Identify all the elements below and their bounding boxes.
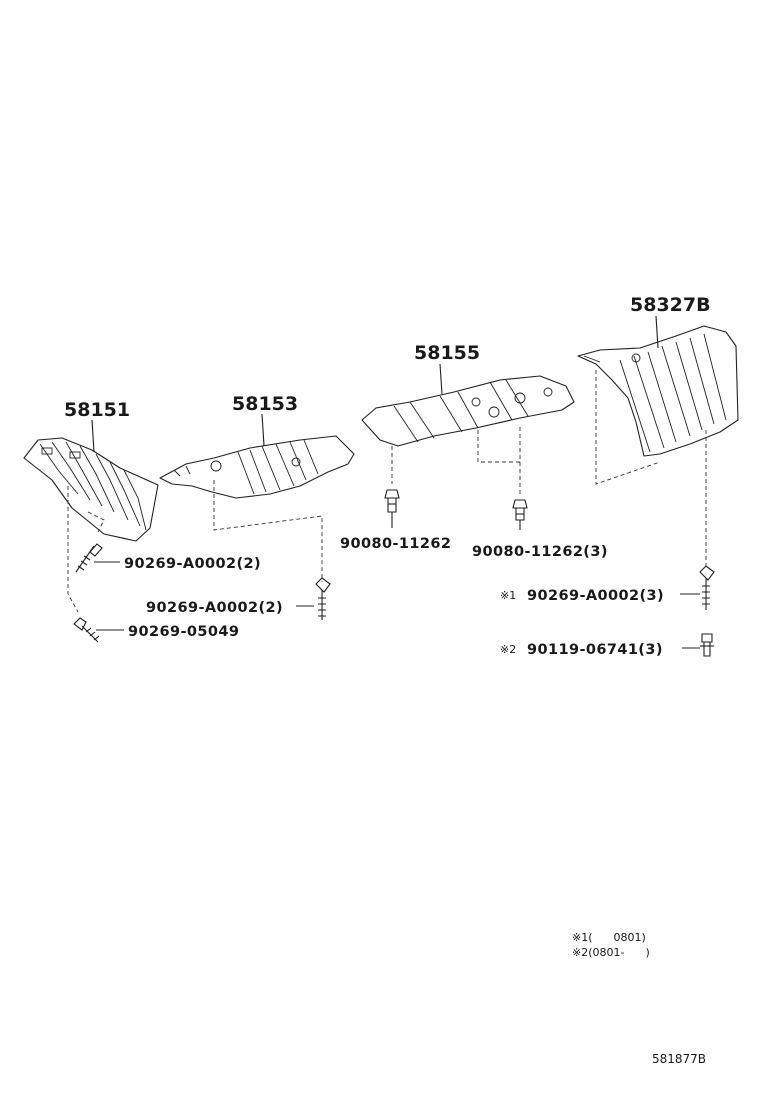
heat-insulator-58151[interactable] <box>23 437 159 542</box>
part-label-58151[interactable]: 58151 <box>64 399 130 421</box>
clip-icon <box>384 489 400 513</box>
part-label-58153[interactable]: 58153 <box>232 393 298 415</box>
fastener-label-90080-11262-3[interactable]: 90080-11262(3) <box>472 544 608 560</box>
note-2: ※2(0801- ) <box>572 946 650 959</box>
fastener-label-90269-a0002-right[interactable]: 90269-A0002(3) <box>527 588 664 604</box>
heat-insulator-58155[interactable] <box>361 375 575 447</box>
fastener-label-90269-a0002-left[interactable]: 90269-A0002(2) <box>124 556 261 572</box>
clip-icon <box>512 499 528 521</box>
figure-number: 581877B <box>652 1052 706 1066</box>
note-1: ※1( 0801) <box>572 931 646 944</box>
mark-1: ※1 <box>500 589 516 602</box>
mark-2: ※2 <box>500 643 516 656</box>
bolt-icon <box>73 617 100 643</box>
bolt-icon <box>315 577 331 620</box>
fastener-label-90269-a0002-center[interactable]: 90269-A0002(2) <box>146 600 283 616</box>
heat-insulator-58153[interactable] <box>159 435 355 499</box>
bolt-icon <box>699 565 715 610</box>
fastener-label-90119-06741[interactable]: 90119-06741(3) <box>527 642 663 658</box>
part-label-58327b[interactable]: 58327B <box>630 294 711 316</box>
bolt-icon <box>75 543 103 573</box>
fastener-label-90080-11262[interactable]: 90080-11262 <box>340 536 451 552</box>
fastener-label-90269-05049[interactable]: 90269-05049 <box>128 624 239 640</box>
heat-insulator-58327b[interactable] <box>577 325 739 457</box>
part-label-58155[interactable]: 58155 <box>414 342 480 364</box>
screw-icon <box>700 633 714 657</box>
